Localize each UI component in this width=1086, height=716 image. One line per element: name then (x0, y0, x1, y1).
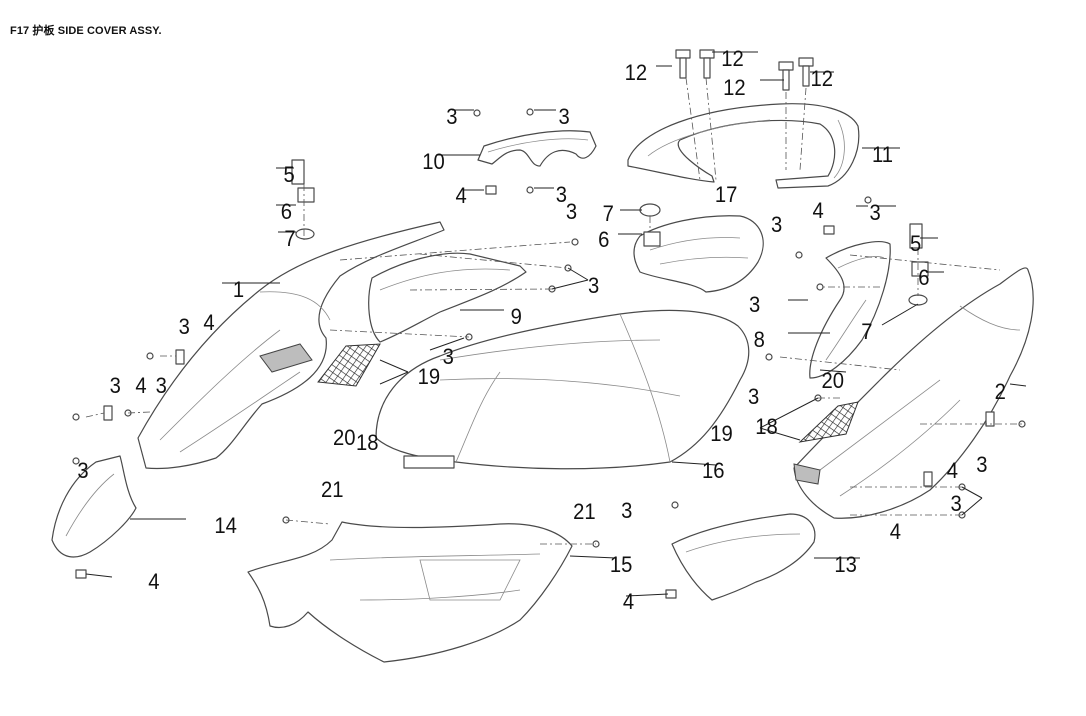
part-callout-19: 19 (710, 422, 733, 446)
part-callout-3: 3 (748, 385, 759, 409)
left-lower-bracket (51, 455, 137, 558)
part-callout-4: 4 (623, 590, 634, 614)
page-title: F17 护板 SIDE COVER ASSY. (10, 25, 162, 37)
part-callout-13: 13 (834, 553, 857, 577)
part-callout-4: 4 (812, 199, 823, 223)
right-inner-panel (809, 241, 891, 379)
part-callout-3: 3 (179, 315, 190, 339)
part-callout-3: 3 (443, 345, 454, 369)
part-callout-21: 21 (321, 478, 344, 502)
part-callout-1: 1 (233, 278, 244, 302)
part-callout-3: 3 (566, 200, 577, 224)
part-callout-3: 3 (976, 453, 987, 477)
part-callout-3: 3 (749, 293, 760, 317)
part-callout-6: 6 (918, 266, 929, 290)
flange-bolt (778, 61, 794, 91)
part-callout-3: 3 (156, 374, 167, 398)
part-callout-14: 14 (214, 514, 237, 538)
part-callout-3: 3 (950, 492, 961, 516)
part-callout-12: 12 (721, 47, 744, 71)
part-callout-3: 3 (869, 201, 880, 225)
part-callout-7: 7 (861, 320, 872, 344)
part-callout-12: 12 (811, 67, 834, 91)
mesh-grille (317, 343, 381, 387)
part-callout-4: 4 (203, 311, 214, 335)
part-callout-3: 3 (110, 374, 121, 398)
part-callout-10: 10 (422, 150, 445, 174)
part-callout-12: 12 (625, 61, 648, 85)
seat (375, 309, 750, 470)
part-callout-3: 3 (621, 499, 632, 523)
assembly-lines (85, 77, 1022, 545)
part-callout-9: 9 (511, 305, 522, 329)
part-callout-3: 3 (559, 105, 570, 129)
left-side-cover (137, 221, 445, 470)
part-callout-5: 5 (283, 163, 294, 187)
part-callout-3: 3 (588, 274, 599, 298)
clip-nut (75, 185, 995, 599)
part-callout-6: 6 (281, 200, 292, 224)
part-callout-4: 4 (455, 184, 466, 208)
top-rear-cover (477, 130, 597, 167)
part-callout-8: 8 (754, 328, 765, 352)
part-callout-18: 18 (755, 415, 778, 439)
part-callout-3: 3 (446, 105, 457, 129)
lower-belly-cover (247, 521, 573, 663)
part-callout-4: 4 (148, 570, 159, 594)
part-callout-7: 7 (603, 202, 614, 226)
leader-lines (85, 51, 1027, 597)
flange-bolt (675, 49, 691, 79)
part-callout-4: 4 (890, 520, 901, 544)
part-callout-21: 21 (573, 500, 596, 524)
part-callout-4: 4 (947, 459, 958, 483)
part-callout-11: 11 (872, 143, 893, 167)
part-callout-20: 20 (333, 426, 356, 450)
part-callout-4: 4 (135, 374, 146, 398)
flange-bolt (798, 57, 814, 87)
part-callout-6: 6 (598, 228, 609, 252)
mesh-grille (798, 401, 859, 443)
part-callout-7: 7 (284, 227, 295, 251)
left-inner-panel (368, 252, 527, 343)
lower-right-cover (671, 513, 816, 601)
rear-grab-handle (627, 103, 860, 189)
part-callout-19: 19 (418, 365, 441, 389)
part-callout-16: 16 (702, 459, 725, 483)
part-callout-3: 3 (771, 213, 782, 237)
part-callout-3: 3 (556, 183, 567, 207)
rear-bracket (633, 215, 764, 293)
part-callout-15: 15 (610, 553, 633, 577)
flange-bolt (699, 49, 715, 79)
part-callout-3: 3 (77, 459, 88, 483)
part-callout-18: 18 (356, 431, 379, 455)
part-callout-20: 20 (822, 369, 845, 393)
part-callout-17: 17 (715, 183, 738, 207)
part-callout-5: 5 (910, 232, 921, 256)
part-callout-12: 12 (723, 76, 746, 100)
part-callout-2: 2 (995, 380, 1006, 404)
